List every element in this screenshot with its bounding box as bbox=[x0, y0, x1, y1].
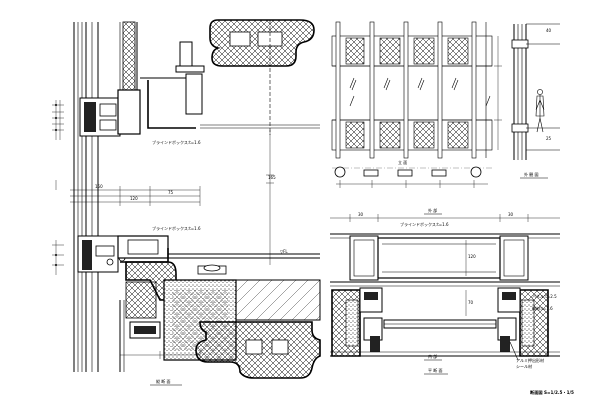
plan-top-tag: 外 部 bbox=[428, 207, 437, 213]
mid-dimension-lines: 150 120 75 bbox=[70, 184, 201, 206]
side-elevation: 40 25 外 観 図 bbox=[511, 23, 560, 179]
plan-dim-70: 70 bbox=[468, 300, 474, 305]
plan-steel-note: 鋼材:t=1.6 bbox=[532, 305, 553, 311]
spandrel-panel-top bbox=[122, 21, 136, 93]
upper-transom bbox=[79, 41, 320, 137]
elevation-mullions bbox=[335, 21, 477, 159]
scale-note: 断面図 S=1/2.5・1/5 bbox=[530, 389, 574, 396]
dim-150: 150 bbox=[95, 184, 103, 189]
plan-dimension-chain: 30 30 bbox=[330, 212, 560, 222]
lower-transom: ▽FL bbox=[77, 235, 320, 275]
plan-blind-box-label: ブラインドボックス:t=1.6 bbox=[400, 221, 449, 227]
floor-level-mark: ▽FL bbox=[280, 249, 288, 254]
section-caption: 縦 断 面 bbox=[156, 378, 171, 384]
dim-120: 120 bbox=[130, 196, 138, 201]
dim-75: 75 bbox=[168, 190, 174, 195]
plan-dim-30b: 30 bbox=[508, 212, 514, 217]
center-vertical-dim: 165 bbox=[266, 20, 276, 265]
plan-dim-120: 120 bbox=[468, 254, 476, 259]
plan-panel-note: パネル:t=2.5 bbox=[532, 293, 557, 299]
bottom-dimension bbox=[119, 351, 201, 359]
floor-slab bbox=[195, 279, 321, 379]
blind-box-label-2: ブラインドボックス:t=1.6 bbox=[152, 225, 201, 231]
elevation-grid: 立 面 bbox=[331, 21, 502, 188]
human-figure bbox=[535, 89, 545, 133]
side-caption: 外 観 図 bbox=[524, 171, 539, 177]
plan-ext-note: アルミ押出形材 bbox=[516, 357, 544, 363]
side-dim-label: 40 bbox=[546, 28, 552, 33]
vertical-section-detail: ブラインドボックス:t=1.6 bbox=[52, 19, 321, 386]
side-dim-label-2: 25 bbox=[546, 136, 552, 141]
plan-dim-30a: 30 bbox=[358, 212, 364, 217]
plan-jamb-profiles bbox=[359, 287, 521, 352]
glass-marks bbox=[349, 77, 491, 107]
blind-box-label: ブラインドボックス:t=1.6 bbox=[152, 139, 201, 145]
plan-sealant-note: シール材 bbox=[516, 363, 532, 369]
elevation-caption: 立 面 bbox=[398, 159, 407, 165]
plan-caption: 平 断 面 bbox=[428, 367, 443, 373]
elevation-markers bbox=[332, 166, 492, 188]
plan-section-detail: 外 部 30 30 ブラインドボックス:t=1.6 50 120 bbox=[330, 207, 560, 375]
upper-slab-section bbox=[209, 19, 315, 67]
elevation-frame bbox=[331, 21, 502, 159]
mullion-lines bbox=[73, 22, 99, 372]
plan-bottom-tag: 内 部 bbox=[428, 353, 437, 359]
spandrel-squares bbox=[345, 37, 469, 149]
left-dimension-chain bbox=[52, 100, 64, 275]
dim-165: 165 bbox=[268, 175, 276, 180]
